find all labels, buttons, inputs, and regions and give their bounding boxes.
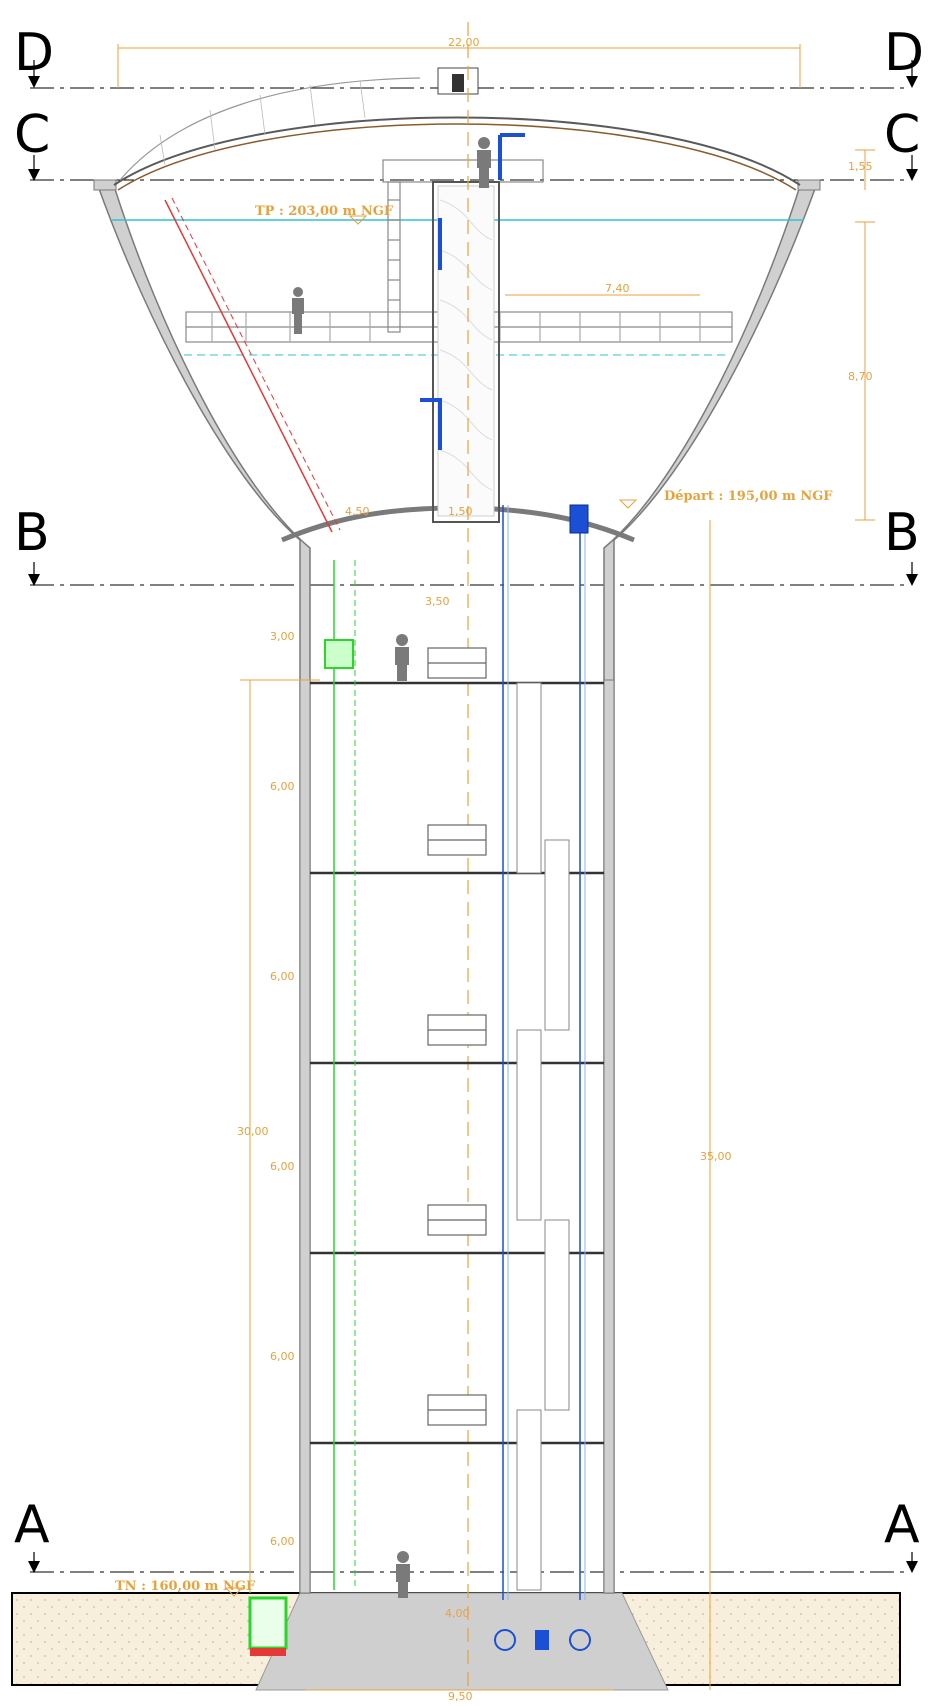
human-figure-icons — [292, 137, 491, 1598]
landings — [427, 647, 487, 1426]
dim-top-width: 22,00 — [448, 36, 480, 49]
section-label-c-right: C — [884, 105, 920, 165]
dim-right-tank: 8,70 — [848, 370, 873, 383]
dim-tank-bottom: 4,50 — [345, 505, 370, 518]
dim-right-total: 35,00 — [700, 1150, 732, 1163]
section-label-b-left: B — [14, 503, 50, 563]
person-icon — [395, 634, 409, 681]
dimension-lines — [117, 44, 875, 1691]
dim-story-2: 6,00 — [270, 970, 295, 983]
ladders — [516, 682, 570, 1591]
section-arrows — [28, 60, 918, 1573]
level-depart: Départ : 195,00 m NGF — [664, 489, 833, 504]
section-label-a-left: A — [14, 1495, 50, 1555]
dim-story-4: 6,00 — [270, 1350, 295, 1363]
dim-story-5: 6,00 — [270, 1535, 295, 1548]
dim-inner-walkway: 7,40 — [605, 282, 630, 295]
dim-base: 4,00 — [445, 1607, 470, 1620]
person-icon — [477, 137, 491, 188]
level-markers — [224, 215, 638, 1597]
level-tp: TP : 203,00 m NGF — [255, 204, 394, 219]
dim-inner-top: 3,50 — [425, 595, 450, 608]
section-label-b-right: B — [884, 503, 920, 563]
section-label-a-right: A — [884, 1495, 920, 1555]
dim-story-3: 6,00 — [270, 1160, 295, 1173]
level-tn: TN : 160,00 m NGF — [115, 1579, 256, 1594]
person-icon — [292, 287, 304, 334]
dim-base-width: 9,50 — [448, 1690, 473, 1703]
dim-shaft: 1,50 — [448, 505, 473, 518]
section-label-d-left: D — [14, 23, 54, 83]
dim-story-1: 6,00 — [270, 780, 295, 793]
section-label-d-right: D — [884, 23, 924, 83]
pipes — [164, 133, 591, 1656]
central-shaft — [432, 181, 500, 523]
person-icon — [396, 1551, 410, 1598]
section-lines — [30, 87, 905, 1573]
tower-shaft — [299, 679, 615, 1594]
dim-right-small: 1,55 — [848, 160, 873, 173]
ground — [11, 1592, 901, 1691]
section-label-c-left: C — [14, 105, 50, 165]
dim-left-total: 30,00 — [237, 1125, 269, 1138]
upper-platform — [382, 159, 544, 333]
dim-upper-story: 3,00 — [270, 630, 295, 643]
